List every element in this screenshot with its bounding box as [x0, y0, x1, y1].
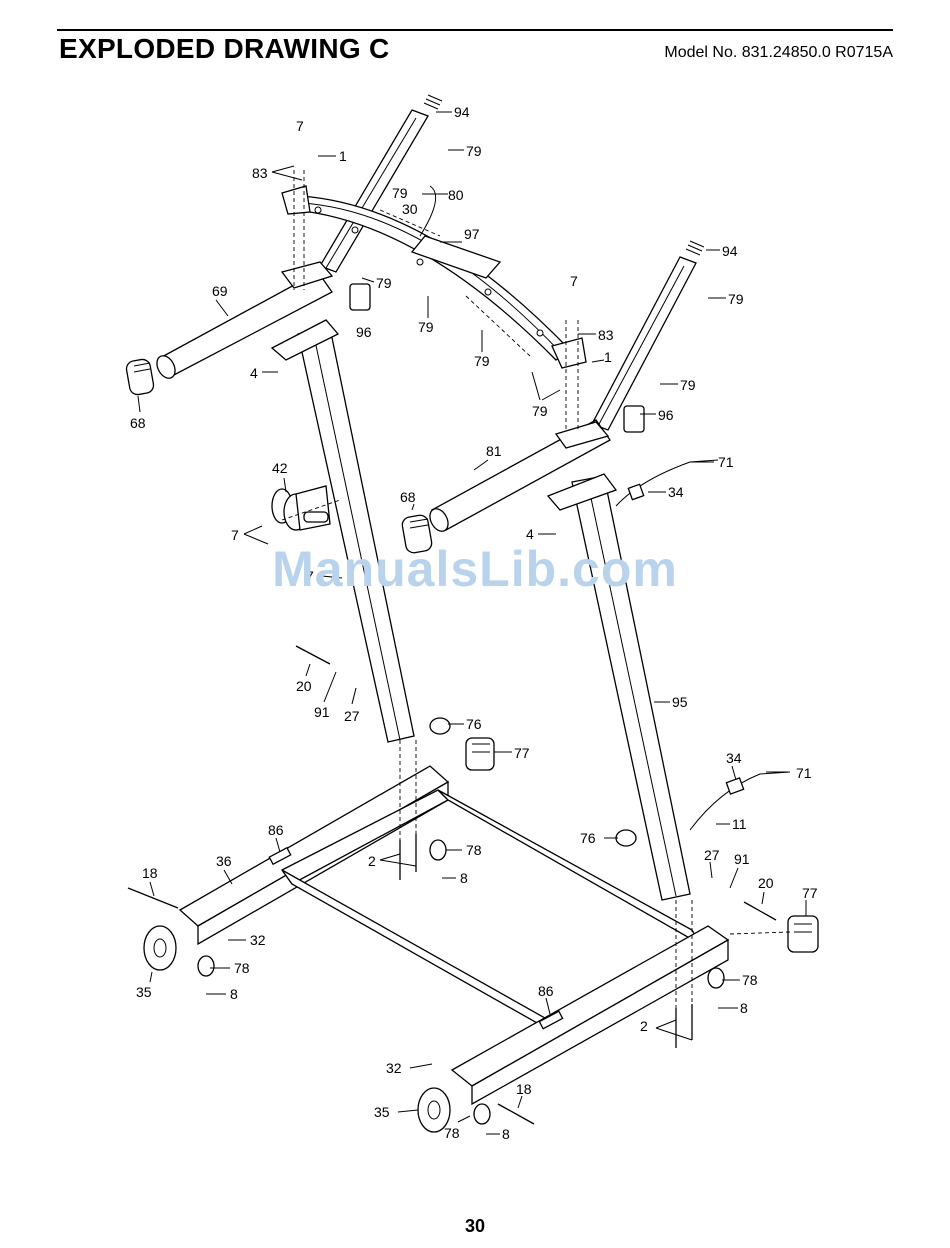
callout-96: 96: [658, 407, 674, 423]
callout-79: 79: [418, 319, 434, 335]
callout-32: 32: [250, 932, 266, 948]
callout-1: 1: [604, 349, 612, 365]
callout-79: 79: [474, 353, 490, 369]
callout-79: 79: [728, 291, 744, 307]
wheel-35-left: [144, 926, 176, 970]
callout-68: 68: [400, 489, 416, 505]
bumper-96-right: [624, 406, 644, 432]
callout-32: 32: [386, 1060, 402, 1076]
callout-36: 36: [216, 853, 232, 869]
callout-34: 34: [726, 750, 742, 766]
callout-81: 81: [486, 443, 502, 459]
callout-2: 2: [640, 1018, 648, 1034]
page-number: 30: [0, 1216, 950, 1237]
callout-78: 78: [444, 1125, 460, 1141]
callout-79: 79: [392, 185, 408, 201]
callout-2: 2: [368, 853, 376, 869]
wire-harness-upper: [616, 460, 718, 506]
callout-20: 20: [296, 678, 312, 694]
callout-86: 86: [538, 983, 554, 999]
upright-right-upper: [592, 257, 696, 430]
callout-94: 94: [454, 104, 470, 120]
callout-8: 8: [460, 870, 468, 886]
callout-96: 96: [356, 324, 372, 340]
callout-11: 11: [732, 816, 747, 832]
callout-4: 4: [250, 365, 258, 381]
grip-94-right: [686, 241, 704, 255]
callout-76: 76: [466, 716, 482, 732]
callout-97: 97: [464, 226, 480, 242]
leveler-77-right: [788, 916, 818, 952]
callout-95: 95: [672, 694, 688, 710]
callout-77: 77: [514, 745, 530, 761]
callout-83: 83: [252, 165, 268, 181]
callout-71: 71: [718, 454, 734, 470]
callout-7: 7: [570, 273, 578, 289]
grip-94-left: [424, 95, 442, 109]
callout-78: 78: [742, 972, 758, 988]
callout-35: 35: [136, 984, 152, 1000]
callout-79: 79: [376, 275, 392, 291]
watermark: ManualsLib.com: [0, 540, 950, 598]
callout-8: 8: [502, 1126, 510, 1142]
callout-8: 8: [230, 986, 238, 1002]
callout-27: 27: [344, 708, 360, 724]
callout-30: 30: [402, 201, 418, 217]
callout-18: 18: [516, 1081, 532, 1097]
callout-94: 94: [722, 243, 738, 259]
callout-35: 35: [374, 1104, 390, 1120]
callout-86: 86: [268, 822, 284, 838]
end-cap-68-left: [125, 358, 155, 396]
bumper-96-left: [350, 284, 370, 310]
callout-71: 71: [796, 765, 812, 781]
callout-76: 76: [580, 830, 596, 846]
callout-27: 27: [704, 847, 720, 863]
callout-78: 78: [234, 960, 250, 976]
callout-79: 79: [466, 143, 482, 159]
callout-83: 83: [598, 327, 614, 343]
callout-8: 8: [740, 1000, 748, 1016]
pulley-42: [272, 486, 330, 530]
callout-7: 7: [296, 118, 304, 134]
callout-78: 78: [466, 842, 482, 858]
callout-80: 80: [448, 187, 464, 203]
callout-18: 18: [142, 865, 158, 881]
callout-77: 77: [802, 885, 818, 901]
callout-1: 1: [339, 148, 347, 164]
leveler-77-left: [466, 738, 494, 770]
callout-69: 69: [212, 283, 228, 299]
upright-left-lower: [272, 320, 414, 742]
callout-20: 20: [758, 875, 774, 891]
callout-79: 79: [680, 377, 696, 393]
callout-34: 34: [668, 484, 684, 500]
callout-79: 79: [532, 403, 548, 419]
callout-68: 68: [130, 415, 146, 431]
callout-42: 42: [272, 460, 288, 476]
callout-91: 91: [314, 704, 330, 720]
callout-91: 91: [734, 851, 750, 867]
